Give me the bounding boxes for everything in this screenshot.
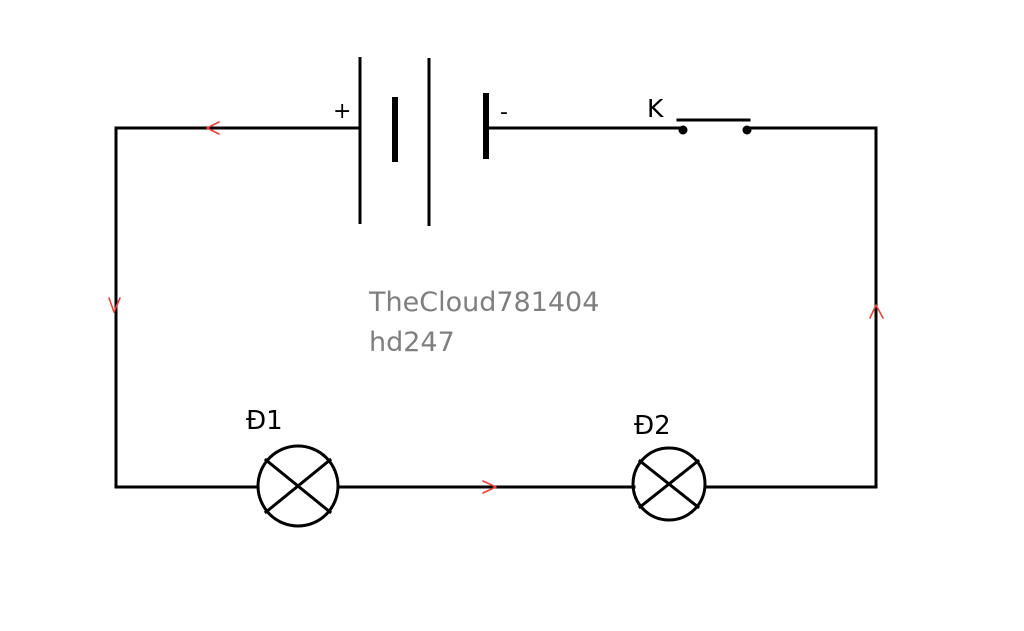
battery-minus-label: - [500,100,508,125]
switch-label: K [647,94,664,123]
lamp-2-circle [631,446,707,522]
watermark-line-2: hd247 [369,327,455,358]
watermark: TheCloud781404 hd247 [368,287,599,358]
lamp-2-label: Đ2 [634,411,671,441]
switch-contact-right [742,125,752,135]
battery: + - [333,57,508,226]
switch-contact-left [678,125,688,135]
watermark-line-1: TheCloud781404 [368,287,599,318]
lamp-1-cross-b [263,457,333,515]
arrow-right-icon [482,480,497,494]
wire-right [703,126,878,489]
lamp-1-label: Đ1 [246,406,283,436]
arrow-left-icon [206,121,220,135]
arrow-down-icon [108,297,121,313]
lamp-2-cross-b [637,458,701,510]
current-arrows [108,121,884,494]
switch: K [647,94,752,135]
arrow-up-icon [869,304,884,319]
lamp-1-circle [256,444,340,528]
lamp-1: Đ1 [246,406,340,528]
battery-plus-label: + [333,99,351,124]
lamp-2: Đ2 [631,411,707,522]
wire-top-left [114,126,362,489]
